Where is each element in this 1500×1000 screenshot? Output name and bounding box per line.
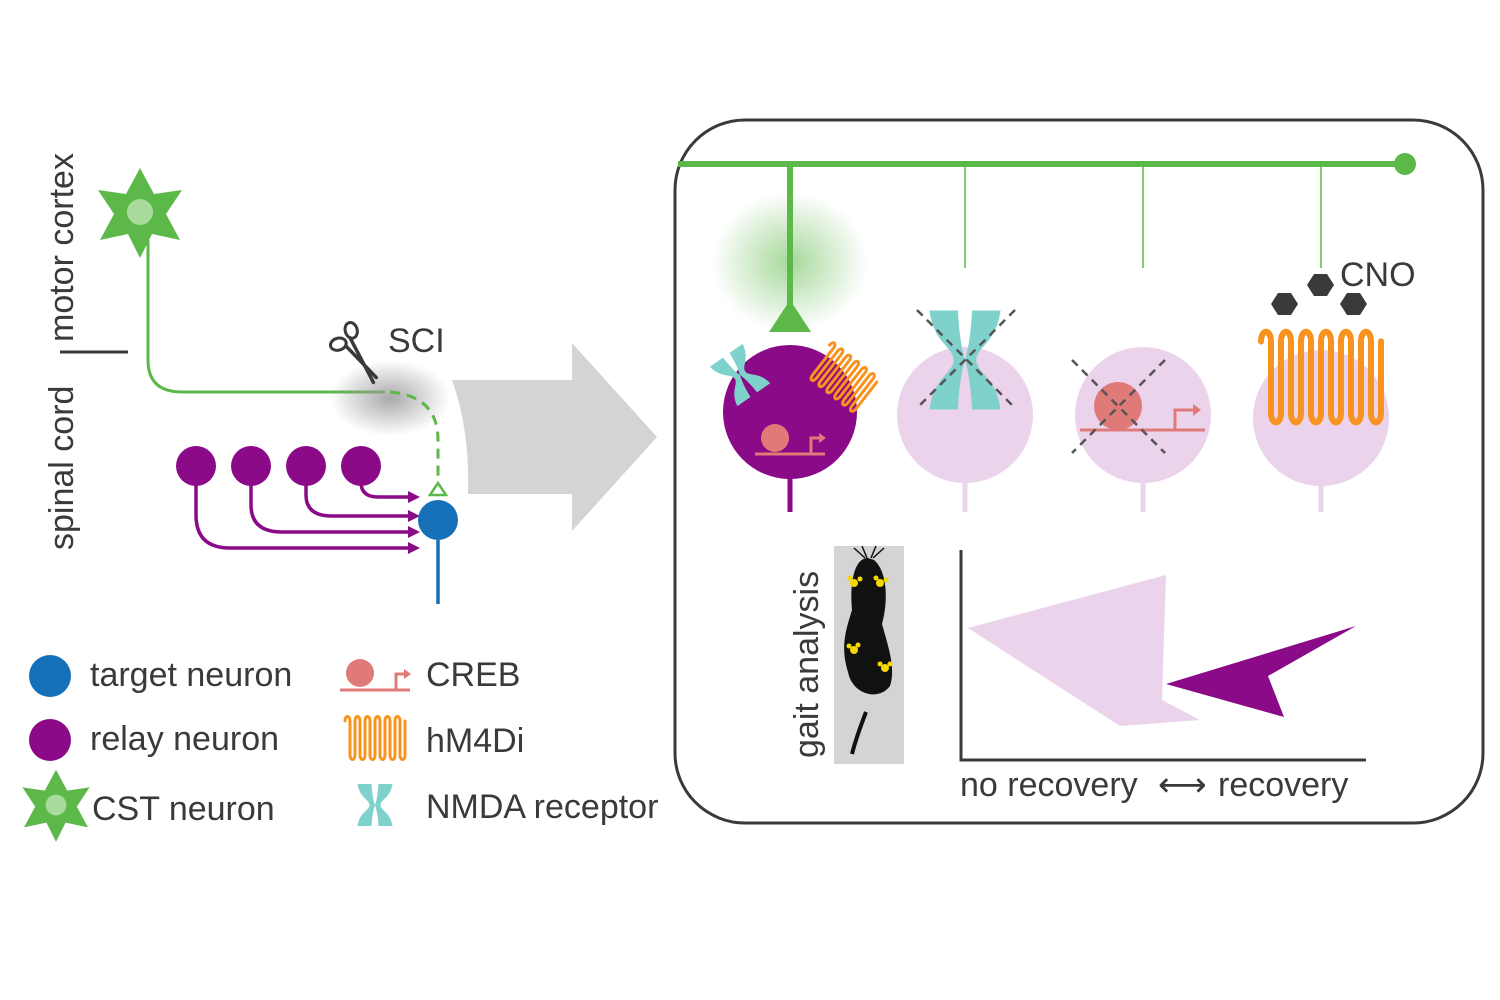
panel-frame bbox=[673, 118, 1485, 825]
cst-neuron-icon bbox=[22, 769, 90, 842]
relay-projection-2 bbox=[249, 470, 412, 534]
recovery-plot: no recovery ⟷ recovery bbox=[959, 550, 1366, 804]
recovery-arrow-glyph: ⟷ bbox=[1158, 766, 1207, 804]
knockout-cross bbox=[916, 309, 1016, 409]
lesion-shadow bbox=[330, 360, 450, 436]
cst-neuron-star-icon bbox=[98, 168, 182, 258]
nmda-receptor-icon bbox=[357, 784, 393, 826]
cst-axon bbox=[146, 240, 385, 394]
svg-text:hM4Di: hM4Di bbox=[426, 722, 524, 760]
target-neuron-icon bbox=[29, 655, 71, 697]
legend-creb: CREB bbox=[340, 656, 520, 694]
recovered-arrow bbox=[1166, 626, 1356, 717]
cno-molecules bbox=[1271, 274, 1367, 315]
condition-control bbox=[709, 164, 882, 512]
gait-analysis-label: gait analysis bbox=[788, 571, 826, 758]
recovery-label: recovery bbox=[1218, 766, 1348, 804]
spinal-cord-label: spinal cord bbox=[43, 386, 81, 550]
collateral-bouton bbox=[1394, 153, 1416, 175]
cno-label: CNO bbox=[1340, 256, 1416, 294]
legend-hm4di: hM4Di bbox=[343, 715, 524, 761]
relay-neuron-2 bbox=[231, 446, 271, 486]
legend: target neuron relay neuron CST neuron CR… bbox=[22, 655, 658, 842]
condition-chemogenetic-silencing: CNO bbox=[1253, 164, 1416, 512]
gait-analysis: gait analysis bbox=[788, 545, 904, 764]
condition-creb-knockout bbox=[1071, 164, 1211, 512]
relay-projection-1 bbox=[194, 470, 412, 550]
legend-target-neuron: target neuron bbox=[29, 655, 292, 697]
relay-neurons bbox=[176, 446, 420, 554]
svg-text:target neuron: target neuron bbox=[90, 656, 292, 694]
scissors-icon bbox=[328, 320, 379, 385]
creb-icon bbox=[340, 659, 411, 692]
relay-projection-3 bbox=[304, 470, 412, 518]
svg-text:CST neuron: CST neuron bbox=[92, 790, 275, 828]
cno-hexagon-icon bbox=[1307, 274, 1334, 296]
spinal-cord-injury: SCI bbox=[328, 320, 450, 497]
svg-text:CREB: CREB bbox=[426, 656, 520, 694]
motor-cortex-label: motor cortex bbox=[43, 153, 81, 342]
mouse-icon bbox=[844, 545, 893, 755]
sci-label: SCI bbox=[388, 322, 445, 360]
relay-neuron-4 bbox=[341, 446, 381, 486]
regrown-axon bbox=[389, 390, 440, 482]
axon-terminal bbox=[427, 480, 449, 497]
legend-nmda: NMDA receptor bbox=[357, 784, 658, 826]
result-panel: CNO gait analysis bbox=[673, 118, 1485, 825]
svg-text:NMDA receptor: NMDA receptor bbox=[426, 788, 658, 826]
relay-neuron-icon bbox=[29, 719, 71, 761]
legend-cst-neuron: CST neuron bbox=[22, 769, 275, 842]
legend-relay-neuron: relay neuron bbox=[29, 719, 279, 761]
no-recovery-label: no recovery bbox=[960, 766, 1138, 804]
relay-neuron-1 bbox=[176, 446, 216, 486]
knockout-cross bbox=[1071, 359, 1166, 454]
hm4di-icon bbox=[343, 715, 407, 761]
target-neuron bbox=[418, 500, 458, 604]
cst-neuron bbox=[98, 168, 385, 394]
relay-neuron-3 bbox=[286, 446, 326, 486]
cno-hexagon-icon bbox=[1340, 293, 1367, 315]
hm4di-icon bbox=[1261, 332, 1381, 422]
creb-icon bbox=[755, 424, 826, 456]
svg-text:relay neuron: relay neuron bbox=[90, 720, 279, 758]
transition-arrow bbox=[452, 343, 657, 531]
plot-axes bbox=[959, 550, 1366, 762]
region-labels: motor cortex spinal cord bbox=[43, 153, 128, 550]
condition-nmda-knockout bbox=[897, 164, 1033, 512]
impaired-recovery-arrow bbox=[968, 575, 1200, 726]
cno-hexagon-icon bbox=[1271, 293, 1298, 315]
